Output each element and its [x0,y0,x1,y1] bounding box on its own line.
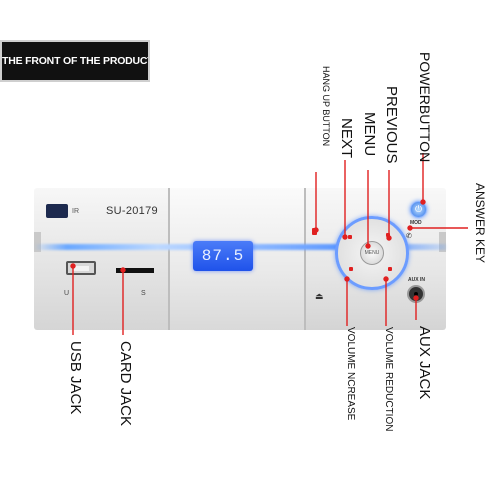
power-button[interactable]: ⏻ [410,201,427,218]
lcd-display: 87.5 [193,241,253,271]
next-callout: NEXT [338,118,355,159]
volume-reduction-button[interactable] [388,267,392,271]
volume-increase-button[interactable] [349,267,353,271]
card-leader-dot [120,267,126,273]
answer-leader-dot [407,225,413,231]
panel-seam [304,188,306,330]
next-button[interactable] [348,235,352,239]
left-bracket [34,232,41,252]
aux-jack[interactable] [407,285,425,303]
aux-jack-callout: AUX JACK [416,326,433,400]
usb-jack-callout: USB JACK [67,341,84,415]
hang-up-callout: HANG UP BUTTON [321,66,331,147]
answer-key-icon[interactable]: ✆ [406,233,412,240]
volume-increase-leader-dot [344,276,350,282]
card-slot[interactable] [116,268,154,273]
card-slot-label: S [141,290,146,297]
aux-leader-dot [413,295,419,301]
menu-callout: MENU [361,112,378,157]
ir-label: IR [72,208,79,215]
next-leader-dot [342,234,348,240]
volume-increase-callout: VOLUME NCREASE [345,327,356,421]
previous-leader-dot [386,235,392,241]
volume-reduction-leader-dot [383,276,389,282]
power-callout: POWERBUTTON [417,52,433,163]
mod-label: MOD [410,220,422,226]
aux-in-label: AUX IN [408,277,425,283]
eject-icon: ⏏ [315,291,324,301]
menu-leader-dot [365,243,371,249]
model-number: SU-20179 [106,205,158,217]
hang-up-leader-dot [313,227,319,233]
menu-button[interactable]: MENU [360,241,384,265]
panel-seam [168,188,170,330]
right-bracket [439,232,446,252]
usb-port-label: U [64,290,70,297]
previous-callout: PREVIOUS [383,86,400,164]
title-banner: THE FRONT OF THE PRODUCT [0,40,150,82]
car-stereo-front-panel: IR SU-20179 U S 87.5 ⏏ MENU ⏻ MOD ✆ AUX … [34,188,446,330]
card-jack-callout: CARD JACK [117,341,134,427]
previous-button[interactable] [386,233,390,237]
power-leader-dot [420,199,426,205]
usb-leader-dot [70,263,76,269]
volume-reduction-callout: VOLUME REDUCTION [383,327,394,432]
ir-sensor [46,204,68,218]
answer-key-callout: ANSWER KEY [473,183,487,264]
